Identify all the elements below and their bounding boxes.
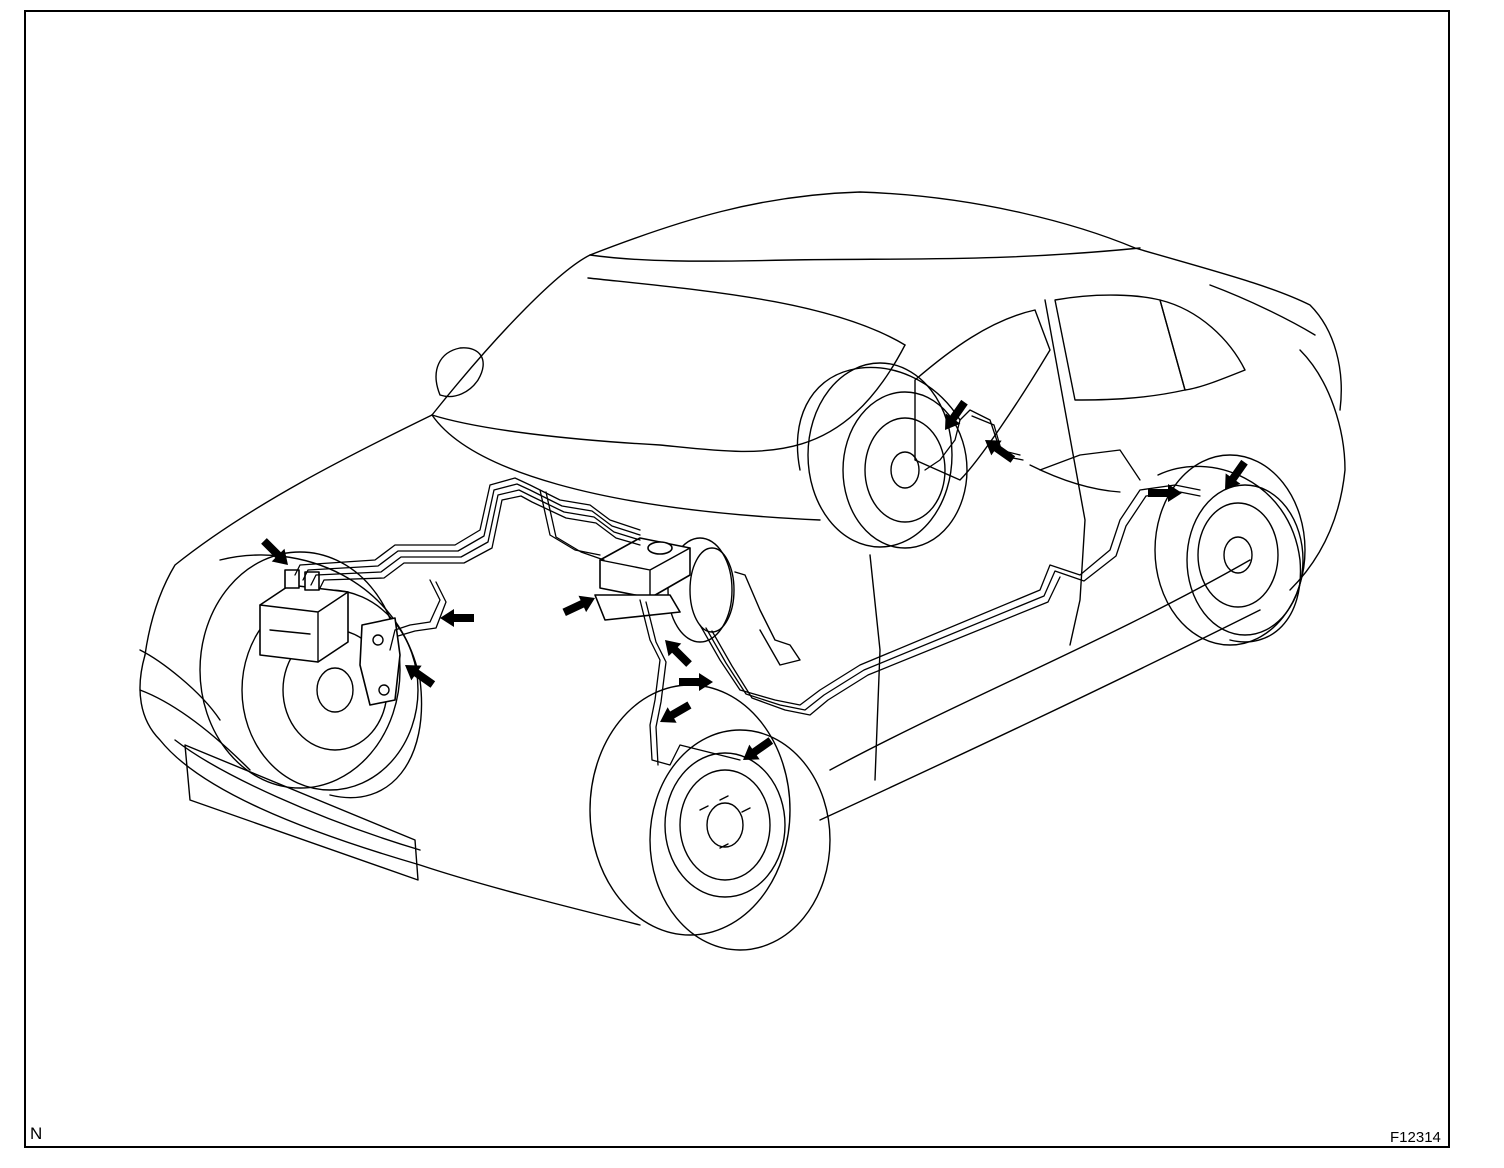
callout-arrow: [440, 609, 474, 627]
reservoir: [599, 537, 691, 599]
headlight: [139, 649, 221, 721]
callout-arrow: [937, 396, 972, 436]
trunk-line: [1209, 284, 1316, 336]
windshield-edge: [431, 344, 906, 453]
booster-bracket: [734, 571, 801, 666]
callout-arrow: [560, 589, 599, 621]
figure-code: F12314: [1390, 1129, 1441, 1146]
front-right-wheel: [589, 684, 831, 951]
callout-arrow: [737, 733, 777, 768]
front-lower-lip: [174, 739, 421, 851]
rear-right-wheel: [1154, 454, 1306, 646]
rear-quarter: [1289, 349, 1346, 591]
rear-right-rotor: [1197, 502, 1279, 608]
front-right-rotor: [664, 752, 786, 898]
roof-line: [589, 247, 1141, 262]
bumper-line: [139, 689, 251, 771]
front-fascia: [139, 654, 641, 926]
far-wheel-arch: [796, 366, 961, 471]
callout-arrow: [1217, 456, 1252, 496]
hood: [144, 414, 433, 656]
callout-arrow: [399, 657, 439, 692]
grille-slot: [184, 744, 419, 881]
abs-actuator: [259, 569, 349, 663]
rear-quarter-window: [1159, 299, 1246, 391]
corner-label-n: N: [30, 1124, 43, 1143]
side-sill: [819, 609, 1261, 821]
front-right-hub: [706, 802, 744, 848]
callout-arrow: [679, 673, 713, 691]
rear-left-wheel: [807, 362, 968, 549]
side-mirror: [435, 347, 484, 398]
reservoir-cap: [647, 541, 673, 555]
hood-crease: [431, 414, 821, 521]
brake-booster: [667, 537, 733, 643]
rear-door-window: [1054, 294, 1186, 401]
rear-left-drum: [864, 417, 946, 523]
car-roof: [431, 191, 1342, 416]
front-left-hub: [316, 667, 354, 713]
b-pillar: [1044, 299, 1086, 646]
roof-rear-line: [587, 277, 906, 346]
master-cylinder: [594, 537, 801, 666]
car-body: [139, 191, 1346, 926]
cylinder-body: [594, 594, 681, 621]
diagram-frame: [24, 10, 1450, 1148]
rear-right-hub: [1223, 536, 1253, 574]
front-left-caliper: [359, 617, 401, 706]
front-door-window: [914, 309, 1051, 481]
callout-arrow: [979, 432, 1019, 467]
door-edge-front: [869, 554, 881, 781]
rear-left-hub: [890, 451, 920, 489]
brake-lines: [294, 409, 1201, 766]
